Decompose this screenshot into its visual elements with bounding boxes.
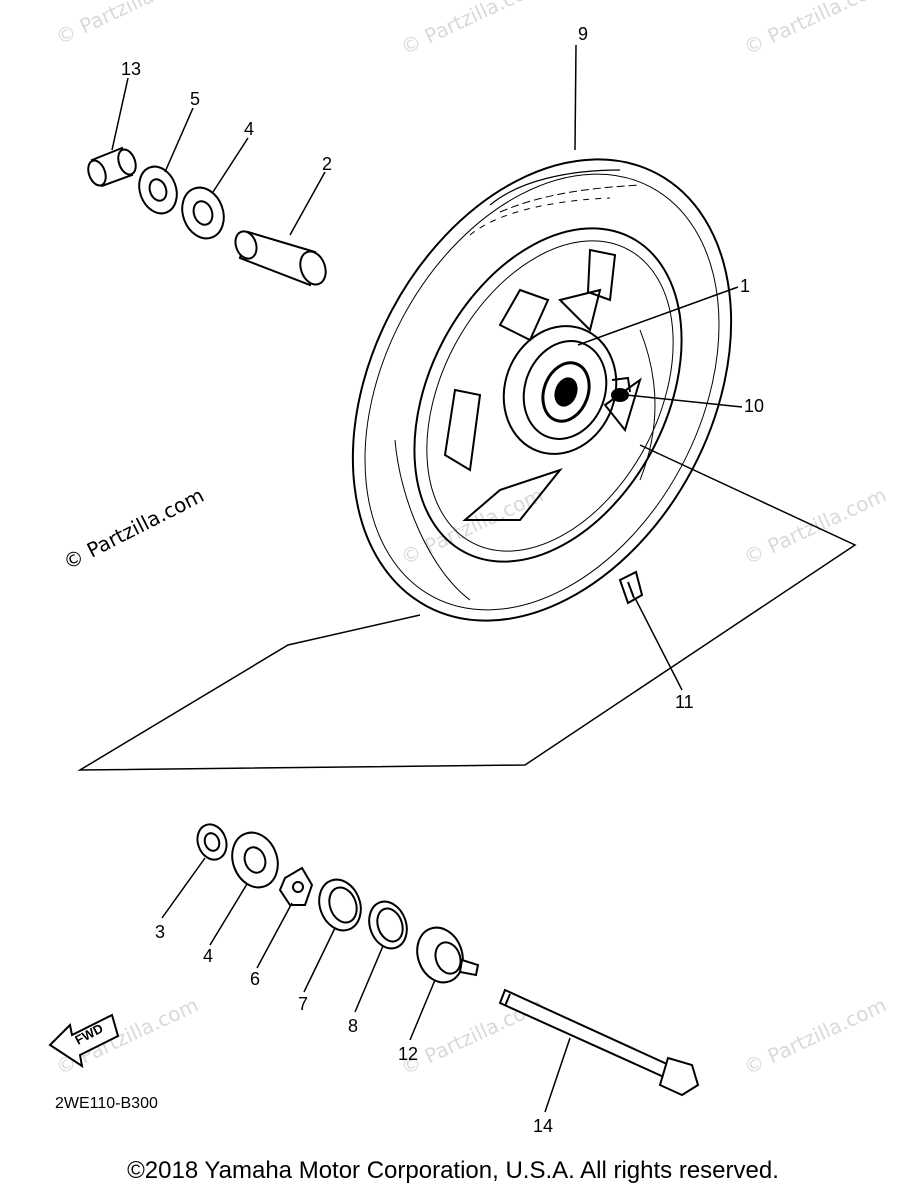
collar-part-13 (87, 146, 137, 188)
retainer-part-6 (278, 866, 314, 906)
bearing-part-4-upper (181, 186, 225, 240)
gear-unit-part-12 (416, 926, 480, 984)
housing-part-7 (318, 878, 362, 932)
callout-4-upper: 4 (244, 119, 254, 139)
leader-lines (111, 44, 743, 1113)
bearing-part-5 (138, 165, 178, 215)
callout-13: 13 (121, 59, 141, 79)
assembly-plane-lines (77, 444, 857, 771)
callouts: 9 13 5 4 2 1 10 11 3 4 6 7 8 12 14 (121, 24, 764, 1136)
watermark-layer: © Partzilla.com © Partzilla.com © Partzi… (52, 0, 890, 1080)
oil-seal-part-3 (196, 823, 228, 861)
callout-2: 2 (322, 154, 332, 174)
wheel-spokes (443, 248, 642, 521)
callout-14: 14 (533, 1116, 553, 1136)
watermark: © Partzilla.com (740, 993, 890, 1080)
callout-11: 11 (675, 692, 694, 712)
callout-8: 8 (348, 1016, 358, 1036)
watermark: © Partzilla.com (740, 0, 890, 60)
wheel-hub-part-1 (502, 325, 618, 455)
callout-5: 5 (190, 89, 200, 109)
diagram-code: 2WE110-B300 (55, 1095, 158, 1112)
spacer-part-2 (234, 230, 327, 287)
callout-9: 9 (578, 24, 588, 44)
callout-7: 7 (298, 994, 308, 1014)
callout-10: 10 (744, 396, 764, 416)
callout-12: 12 (398, 1044, 418, 1064)
watermark: © Partzilla.com (397, 0, 547, 60)
watermark: © Partzilla.com (52, 0, 202, 50)
copyright-notice: ©2018 Yamaha Motor Corporation, U.S.A. A… (127, 1157, 779, 1184)
wheel-tire-part-9 (351, 158, 733, 622)
callout-6: 6 (250, 969, 260, 989)
ring-part-8 (368, 900, 408, 950)
axle-part-14 (498, 988, 700, 1097)
callout-3: 3 (155, 922, 165, 942)
bearing-part-4-lower (231, 831, 279, 889)
balance-weight-part-11 (618, 570, 644, 605)
callout-1: 1 (740, 276, 750, 296)
callout-4-lower: 4 (203, 946, 213, 966)
watermark-dark: © Partzilla.com (59, 483, 207, 574)
